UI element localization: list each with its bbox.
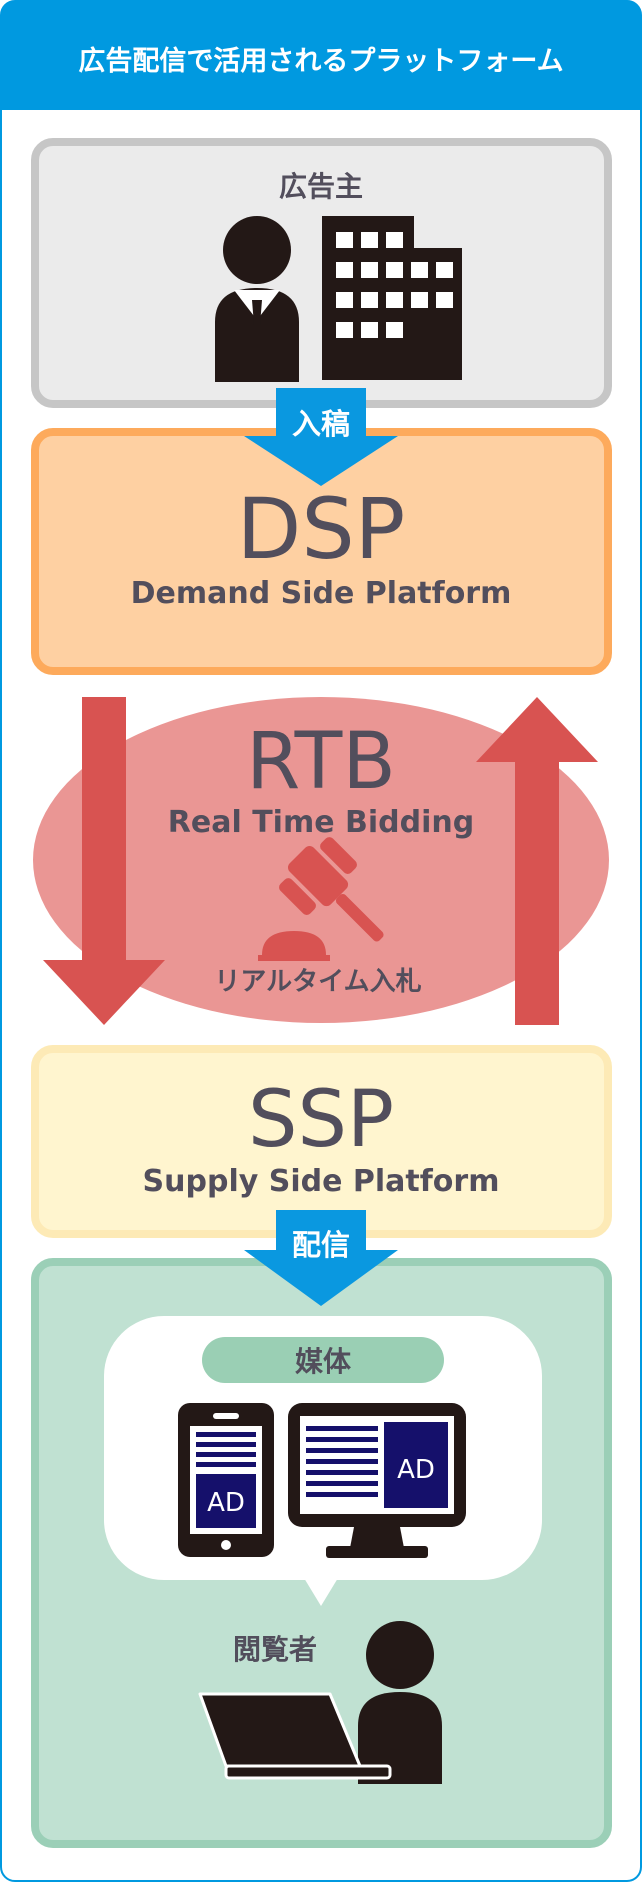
advertiser-person-icon	[215, 216, 299, 382]
media-pill	[202, 1337, 444, 1383]
advertiser-building-icon	[322, 216, 462, 380]
gavel-icon	[258, 837, 384, 961]
header-bar	[1, 1, 641, 110]
deliver-arrow	[244, 1210, 398, 1306]
header-title: 広告配信で活用されるプラットフォーム	[78, 45, 563, 77]
submit-label: 入稿	[292, 407, 350, 441]
monitor-ad-label: AD	[397, 1455, 435, 1485]
dsp-abbr: DSP	[237, 480, 406, 578]
ssp-abbr: SSP	[248, 1075, 394, 1165]
ssp-full-name: Supply Side Platform	[143, 1164, 500, 1199]
rtb-abbr: RTB	[246, 717, 396, 807]
rtb-up-arrow	[476, 697, 598, 1025]
rtb-full-name: Real Time Bidding	[168, 805, 474, 840]
media-label: 媒体	[295, 1345, 352, 1378]
viewer-label: 閲覧者	[233, 1633, 317, 1666]
dsp-full-name: Demand Side Platform	[131, 576, 512, 611]
viewer-person-icon	[358, 1621, 442, 1784]
advertiser-label: 広告主	[279, 170, 363, 203]
submit-arrow	[244, 388, 398, 486]
phone-ad-label: AD	[207, 1488, 245, 1518]
monitor-icon	[288, 1403, 466, 1558]
deliver-label: 配信	[292, 1228, 350, 1262]
rtb-caption: リアルタイム入札	[214, 967, 421, 997]
laptop-icon	[198, 1692, 392, 1780]
smartphone-icon	[178, 1403, 274, 1557]
rtb-down-arrow	[43, 697, 165, 1025]
